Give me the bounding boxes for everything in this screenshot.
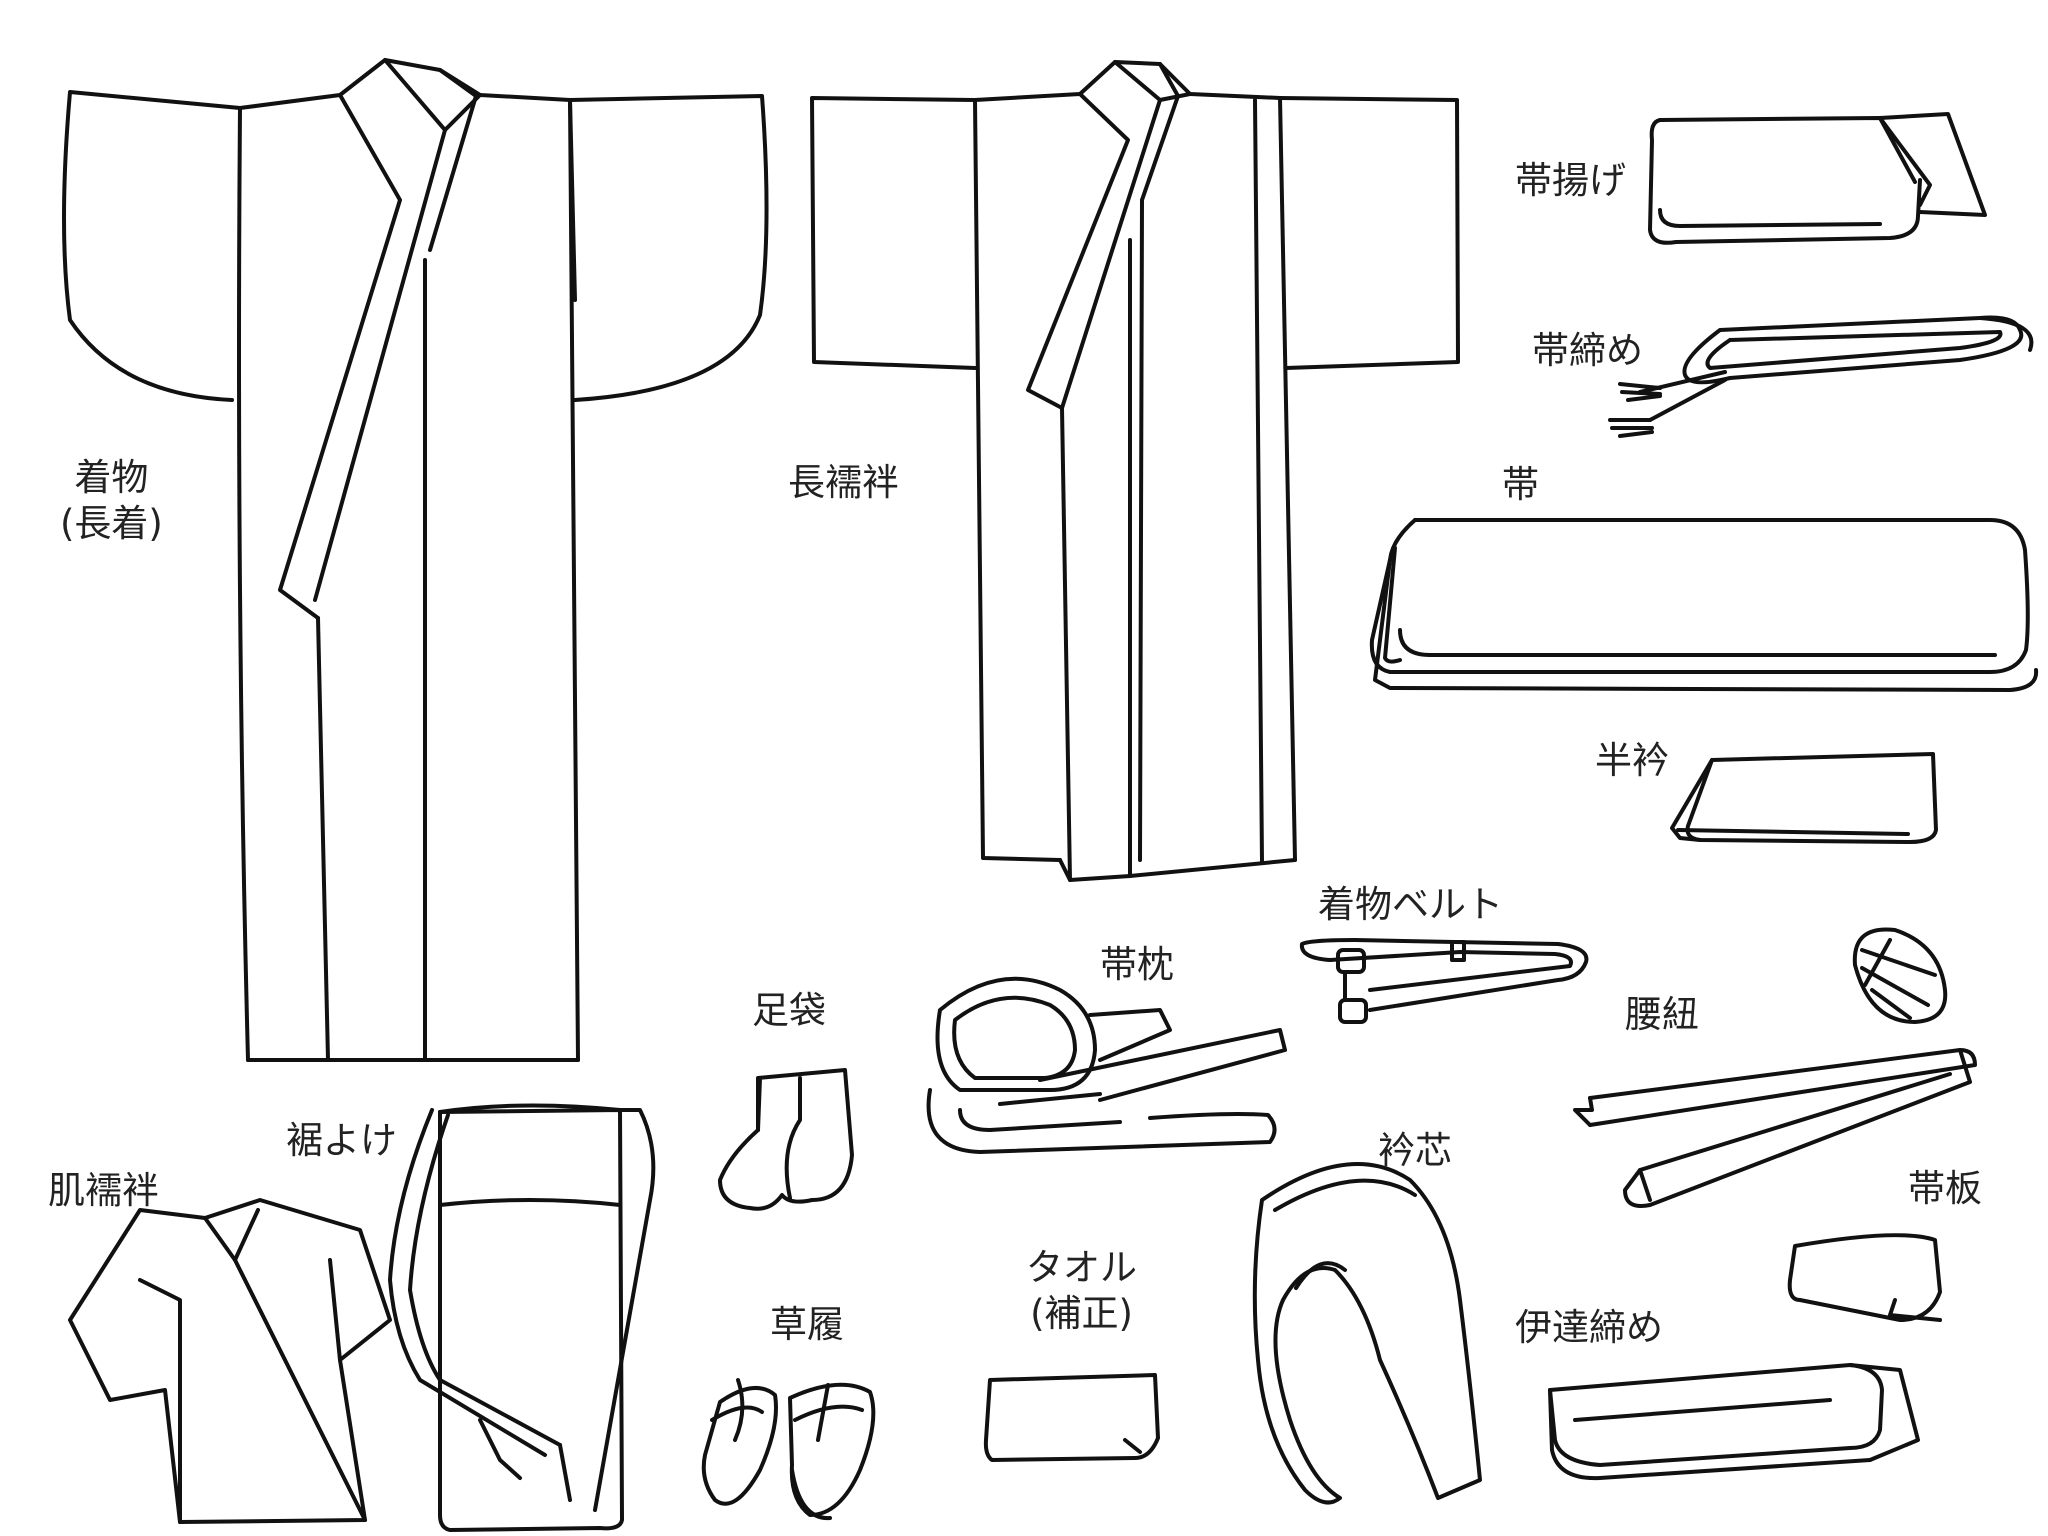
nagajuban-drawing bbox=[810, 60, 1460, 882]
obimakura-drawing bbox=[926, 976, 1287, 1154]
obi-label: 帯 bbox=[1502, 463, 1539, 506]
datejime-label: 伊達締め bbox=[1515, 1306, 1663, 1349]
hadajuban-label: 肌襦袢 bbox=[48, 1169, 159, 1212]
towel-label-line2: (補正) bbox=[1030, 1292, 1133, 1336]
towel-label-line1: タオル bbox=[1026, 1246, 1137, 1289]
hadajuban-drawing bbox=[68, 1198, 392, 1524]
obiita-label: 帯板 bbox=[1908, 1167, 1982, 1210]
kimono-belt-label: 着物ベルト bbox=[1318, 883, 1503, 926]
tabi-label: 足袋 bbox=[752, 989, 826, 1032]
datejime-drawing bbox=[1548, 1363, 1920, 1481]
obiage-label: 帯揚げ bbox=[1515, 159, 1626, 202]
towel-label: タオル (補正) bbox=[1026, 1245, 1137, 1338]
towel-drawing bbox=[983, 1373, 1160, 1462]
tabi-drawing bbox=[718, 1068, 854, 1211]
haneri-label: 半衿 bbox=[1595, 739, 1669, 782]
haneri-drawing bbox=[1670, 752, 1938, 844]
susoyoke-label: 裾よけ bbox=[286, 1119, 397, 1162]
nagajuban-label: 長襦袢 bbox=[788, 461, 899, 504]
erishin-drawing bbox=[1252, 1162, 1482, 1505]
erishin-label: 衿芯 bbox=[1378, 1129, 1452, 1172]
susoyoke-drawing bbox=[388, 1103, 656, 1532]
obijime-label: 帯締め bbox=[1532, 329, 1643, 372]
kimono-drawing bbox=[62, 58, 769, 1062]
koshihimo-roll-drawing bbox=[1852, 927, 1948, 1024]
koshihimo-drawing bbox=[1573, 1048, 1977, 1208]
kimono-label-line1: 着物 bbox=[74, 456, 149, 499]
zori-label: 草履 bbox=[770, 1303, 844, 1346]
kimono-belt-drawing bbox=[1299, 938, 1589, 1024]
zori-drawing bbox=[701, 1378, 876, 1521]
obimakura-label: 帯枕 bbox=[1100, 943, 1174, 986]
koshihimo-label: 腰紐 bbox=[1625, 993, 1699, 1036]
kimono-label-line2: (長着) bbox=[60, 502, 163, 546]
obi-drawing bbox=[1369, 518, 2039, 692]
obiita-drawing bbox=[1787, 1233, 1942, 1322]
obijime-drawing bbox=[1608, 315, 2034, 438]
kimono-label: 着物 (長着) bbox=[60, 455, 163, 548]
obiage-drawing bbox=[1648, 112, 1987, 245]
